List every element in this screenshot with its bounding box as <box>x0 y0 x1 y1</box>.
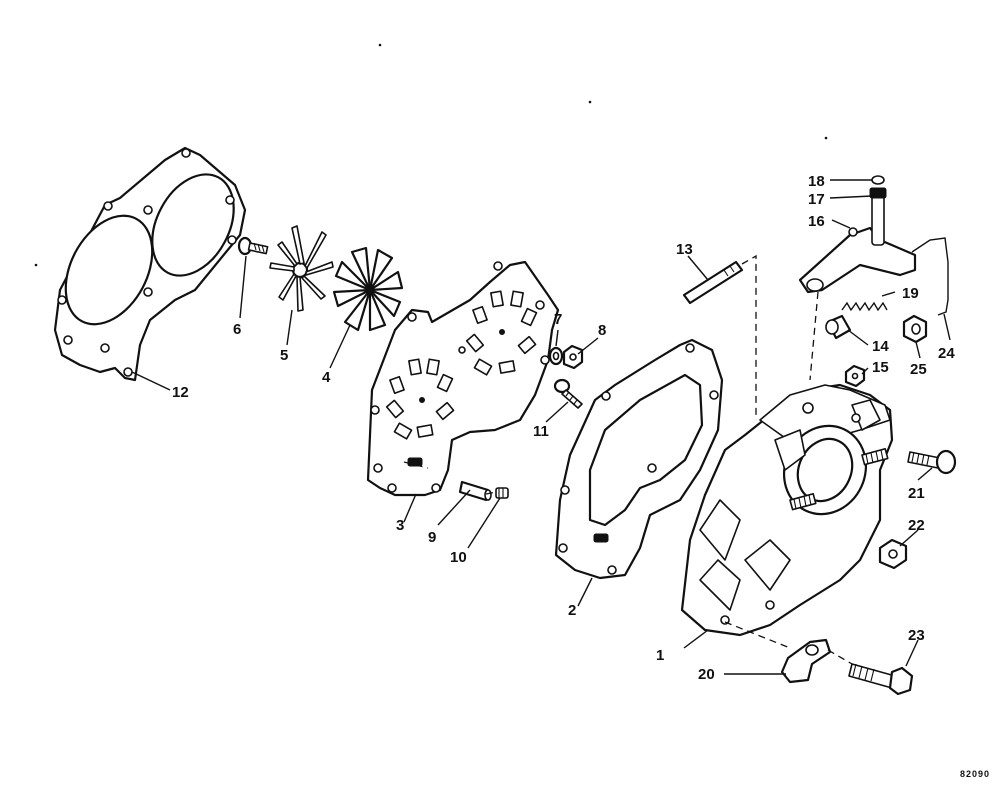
post-part-17 <box>869 187 887 246</box>
callout-23: 23 <box>908 627 925 644</box>
cap-part-18 <box>871 175 885 185</box>
washer-part-7 <box>548 346 564 366</box>
bolt-part-21 <box>907 449 957 475</box>
plug-part-10 <box>495 487 509 499</box>
bolt-part-23 <box>848 663 914 696</box>
sleeve-part-9 <box>458 480 492 502</box>
valve-plate-part-3 <box>366 260 560 497</box>
callout-17: 17 <box>808 191 825 208</box>
clip-part-20 <box>780 638 832 684</box>
callout-22: 22 <box>908 517 925 534</box>
spring-part-19 <box>841 301 888 312</box>
gasket-part-12 <box>53 146 247 382</box>
impeller-part-5 <box>269 225 334 312</box>
callout-3: 3 <box>396 517 404 534</box>
nut-part-25 <box>902 314 928 344</box>
callout-labels: 1 2 3 4 5 6 7 8 9 10 11 12 13 14 15 16 1… <box>172 173 955 683</box>
callout-12: 12 <box>172 384 189 401</box>
callout-18: 18 <box>808 173 825 190</box>
callout-14: 14 <box>872 338 889 355</box>
gasket-part-2 <box>554 338 724 580</box>
nut-part-8 <box>562 344 584 370</box>
nut-part-15 <box>844 364 866 388</box>
bushing-part-14 <box>825 314 852 340</box>
callout-8: 8 <box>598 322 606 339</box>
callout-15: 15 <box>872 359 889 376</box>
callout-7: 7 <box>554 311 562 328</box>
callout-6: 6 <box>233 321 241 338</box>
callout-16: 16 <box>808 213 825 230</box>
lever-part-16 <box>798 226 917 294</box>
callout-24: 24 <box>938 345 955 362</box>
callout-13: 13 <box>676 241 693 258</box>
callout-11: 11 <box>533 423 549 440</box>
screw-part-6 <box>237 236 269 256</box>
alignment-lines <box>403 254 853 665</box>
pin-part-13 <box>682 260 744 305</box>
callout-4: 4 <box>322 369 331 386</box>
callout-19: 19 <box>902 285 919 302</box>
leader-lines <box>131 179 951 675</box>
wire-part-24 <box>911 237 949 316</box>
valve-petals-part-4 <box>332 246 404 332</box>
valve-ports-left <box>385 358 455 440</box>
callout-10: 10 <box>450 549 467 566</box>
callout-20: 20 <box>698 666 715 683</box>
callout-5: 5 <box>280 347 288 364</box>
callout-9: 9 <box>428 529 436 546</box>
callout-1: 1 <box>656 647 664 664</box>
scan-specks <box>34 43 828 267</box>
callout-21: 21 <box>908 485 925 502</box>
callout-2: 2 <box>568 602 576 619</box>
valve-ports-right <box>465 290 538 376</box>
pump-housing-part-1 <box>680 383 894 637</box>
figure-code: 82090 <box>960 769 990 779</box>
callout-25: 25 <box>910 361 927 378</box>
nut-part-22 <box>878 538 908 570</box>
screw-part-11 <box>553 378 583 409</box>
